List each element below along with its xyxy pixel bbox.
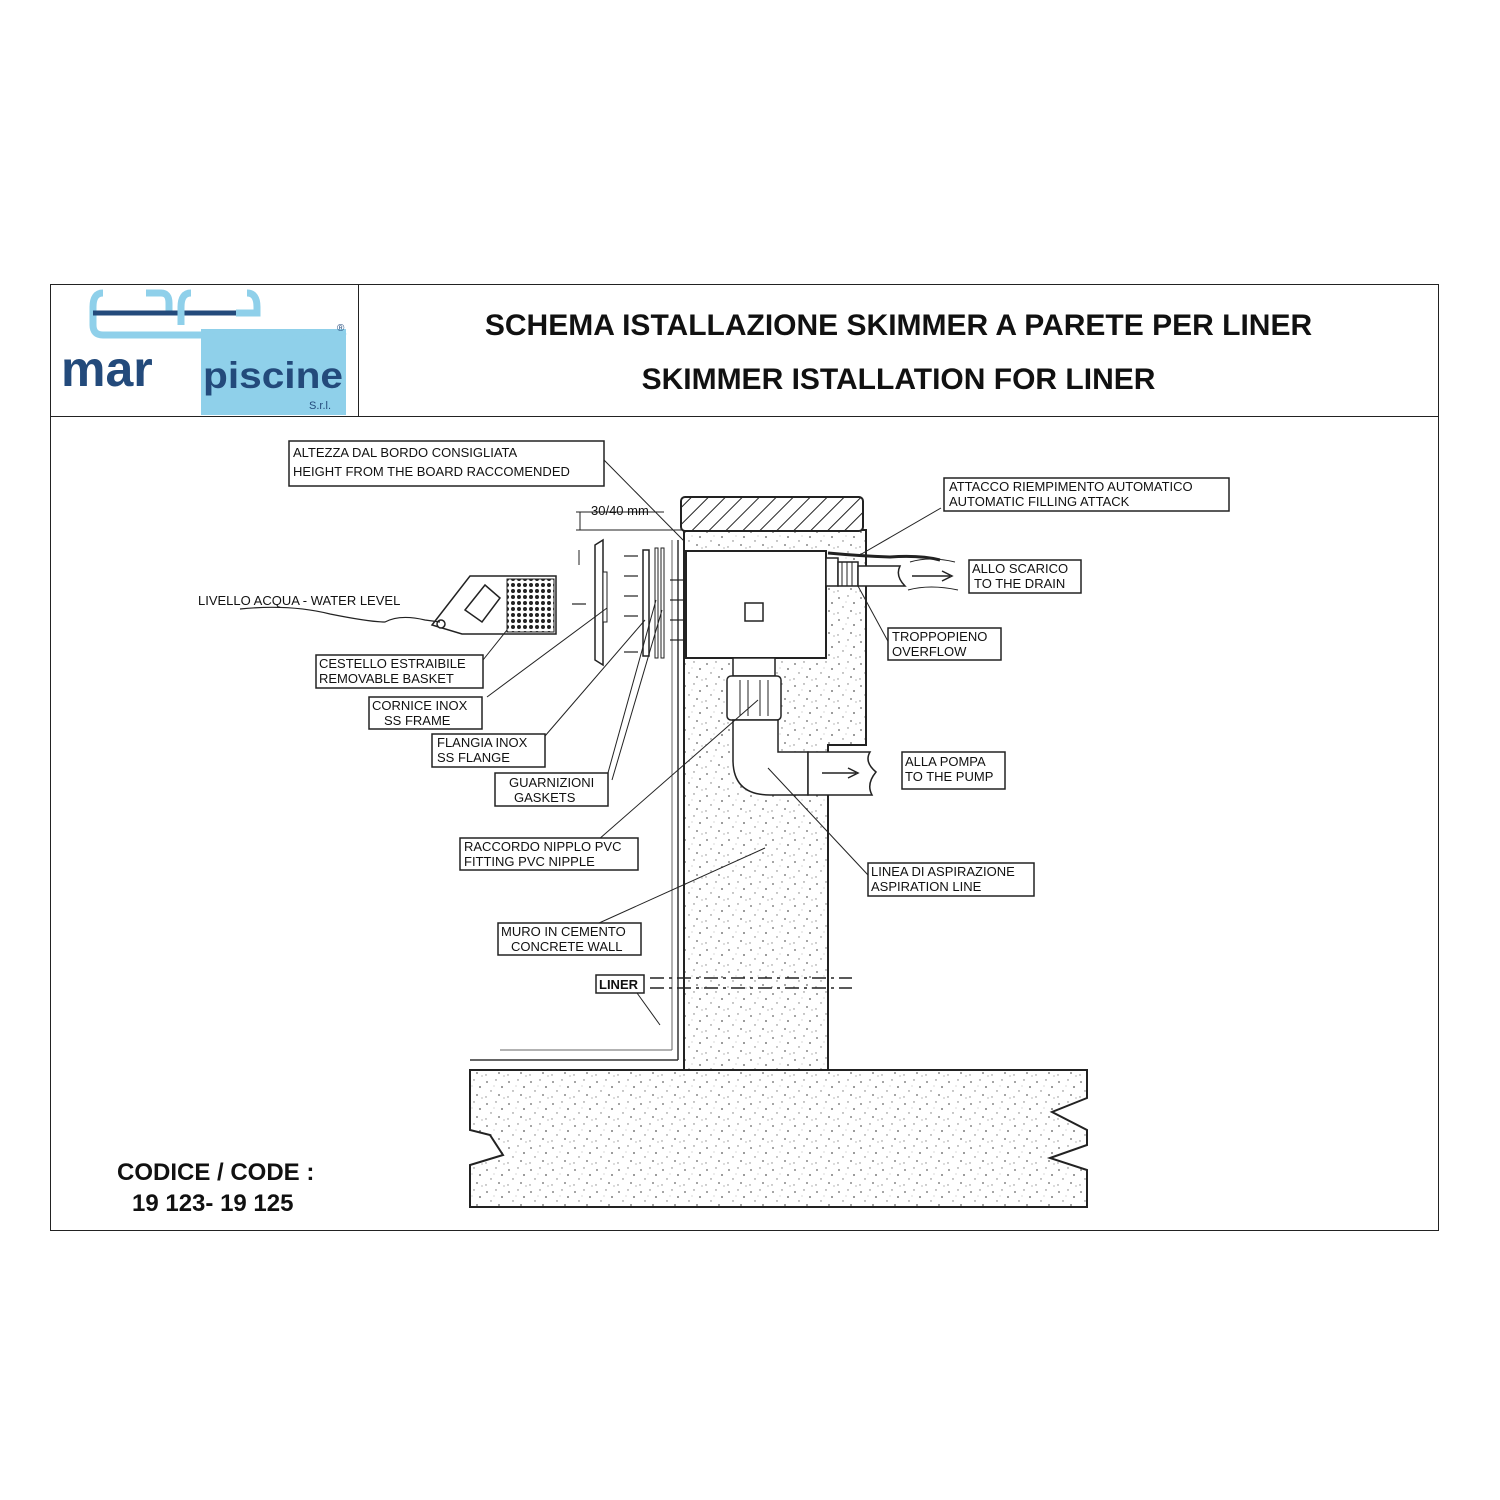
svg-text:FITTING PVC NIPPLE: FITTING PVC NIPPLE bbox=[464, 854, 595, 869]
label-liner: LINER bbox=[595, 974, 645, 994]
svg-text:MURO IN CEMENTO: MURO IN CEMENTO bbox=[501, 924, 626, 939]
label-drain: ALLO SCARICO TO THE DRAIN bbox=[968, 559, 1082, 594]
svg-text:TO THE DRAIN: TO THE DRAIN bbox=[974, 576, 1065, 591]
svg-text:GASKETS: GASKETS bbox=[514, 790, 576, 805]
logo-cell: mar piscine S.r.l. ® bbox=[51, 285, 359, 416]
overflow-fitting bbox=[825, 557, 839, 587]
label-frame: CORNICE INOX SS FRAME bbox=[368, 696, 483, 730]
svg-text:CONCRETE WALL: CONCRETE WALL bbox=[511, 939, 622, 954]
svg-text:ATTACCO RIEMPIMENTO AUTOMATICO: ATTACCO RIEMPIMENTO AUTOMATICO bbox=[949, 479, 1193, 494]
svg-text:LINER: LINER bbox=[599, 977, 639, 992]
svg-text:RACCORDO NIPPLO PVC: RACCORDO NIPPLO PVC bbox=[464, 839, 621, 854]
label-height: ALTEZZA DAL BORDO CONSIGLIATA HEIGHT FRO… bbox=[288, 440, 605, 487]
svg-text:ALTEZZA DAL BORDO CONSIGLIATA: ALTEZZA DAL BORDO CONSIGLIATA bbox=[293, 445, 518, 460]
svg-text:CORNICE INOX: CORNICE INOX bbox=[372, 698, 468, 713]
dimension-value: 30/40 mm bbox=[591, 503, 649, 518]
logo-srl-text: S.r.l. bbox=[309, 400, 331, 412]
gasket-2 bbox=[660, 547, 665, 659]
svg-text:CESTELLO ESTRAIBILE: CESTELLO ESTRAIBILE bbox=[319, 656, 466, 671]
label-flange: FLANGIA INOX SS FLANGE bbox=[431, 733, 546, 768]
label-overflow: TROPPOPIENO OVERFLOW bbox=[887, 627, 1002, 661]
water-level-line bbox=[239, 606, 441, 623]
label-wall: MURO IN CEMENTO CONCRETE WALL bbox=[497, 922, 642, 956]
logo-ladder-shape bbox=[89, 289, 311, 339]
svg-text:TO THE PUMP: TO THE PUMP bbox=[905, 769, 993, 784]
svg-text:HEIGHT FROM THE BOARD RACCOMEN: HEIGHT FROM THE BOARD RACCOMENDED bbox=[293, 464, 570, 479]
registered-mark: ® bbox=[337, 323, 345, 334]
svg-text:FLANGIA INOX: FLANGIA INOX bbox=[437, 735, 528, 750]
svg-text:LINEA DI ASPIRAZIONE: LINEA DI ASPIRAZIONE bbox=[871, 864, 1015, 879]
ss-frame bbox=[594, 538, 604, 667]
svg-text:SS FLANGE: SS FLANGE bbox=[437, 750, 510, 765]
svg-text:TROPPOPIENO: TROPPOPIENO bbox=[892, 629, 987, 644]
svg-text:ASPIRATION LINE: ASPIRATION LINE bbox=[871, 879, 982, 894]
label-pump: ALLA POMPA TO THE PUMP bbox=[901, 751, 1006, 790]
title-block: mar piscine S.r.l. ® SCHEMA ISTALLAZIONE… bbox=[51, 285, 1438, 417]
foundation-slab bbox=[469, 1069, 1088, 1208]
logo-blue-panel bbox=[201, 329, 346, 415]
drain-pipe bbox=[857, 565, 907, 587]
frame-screws bbox=[572, 555, 684, 653]
svg-text:REMOVABLE BASKET: REMOVABLE BASKET bbox=[319, 671, 454, 686]
label-filling: ATTACCO RIEMPIMENTO AUTOMATICO AUTOMATIC… bbox=[943, 477, 1230, 512]
aspiration-elbow bbox=[732, 719, 809, 796]
svg-text:GUARNIZIONI: GUARNIZIONI bbox=[509, 775, 594, 790]
logo-mar-text: mar bbox=[61, 341, 153, 397]
code-label: CODICE / CODE : bbox=[117, 1159, 314, 1186]
water-level-label: LIVELLO ACQUA - WATER LEVEL bbox=[198, 593, 400, 608]
logo-piscine-text: piscine bbox=[203, 355, 343, 396]
svg-text:SS FRAME: SS FRAME bbox=[384, 713, 451, 728]
label-aspiration: LINEA DI ASPIRAZIONE ASPIRATION LINE bbox=[867, 862, 1035, 897]
title-english: SKIMMER ISTALLATION FOR LINER bbox=[641, 363, 1156, 396]
svg-text:ALLA POMPA: ALLA POMPA bbox=[905, 754, 986, 769]
label-basket: CESTELLO ESTRAIBILE REMOVABLE BASKET bbox=[315, 654, 484, 689]
title-italian: SCHEMA ISTALLAZIONE SKIMMER A PARETE PER… bbox=[484, 309, 1313, 342]
concrete-wall bbox=[683, 529, 867, 1071]
skimmer-body-square bbox=[744, 602, 764, 622]
code-value: 19 123- 19 125 bbox=[132, 1190, 293, 1217]
marpiscine-logo: mar piscine S.r.l. ® bbox=[61, 289, 347, 415]
svg-text:AUTOMATIC FILLING ATTACK: AUTOMATIC FILLING ATTACK bbox=[949, 494, 1130, 509]
leader-lines bbox=[482, 459, 942, 1026]
drawing-sheet: mar piscine S.r.l. ® SCHEMA ISTALLAZIONE… bbox=[50, 284, 1439, 1231]
filling-tube bbox=[827, 551, 941, 562]
title-cell: SCHEMA ISTALLAZIONE SKIMMER A PARETE PER… bbox=[359, 285, 1438, 416]
label-nipple: RACCORDO NIPPLO PVC FITTING PVC NIPPLE bbox=[459, 837, 639, 871]
coping-stone bbox=[680, 496, 864, 532]
label-gaskets: GUARNIZIONI GASKETS bbox=[494, 772, 609, 807]
pvc-nipple bbox=[732, 657, 776, 677]
ss-flange bbox=[642, 549, 650, 657]
svg-text:OVERFLOW: OVERFLOW bbox=[892, 644, 967, 659]
svg-text:ALLO SCARICO: ALLO SCARICO bbox=[972, 561, 1068, 576]
